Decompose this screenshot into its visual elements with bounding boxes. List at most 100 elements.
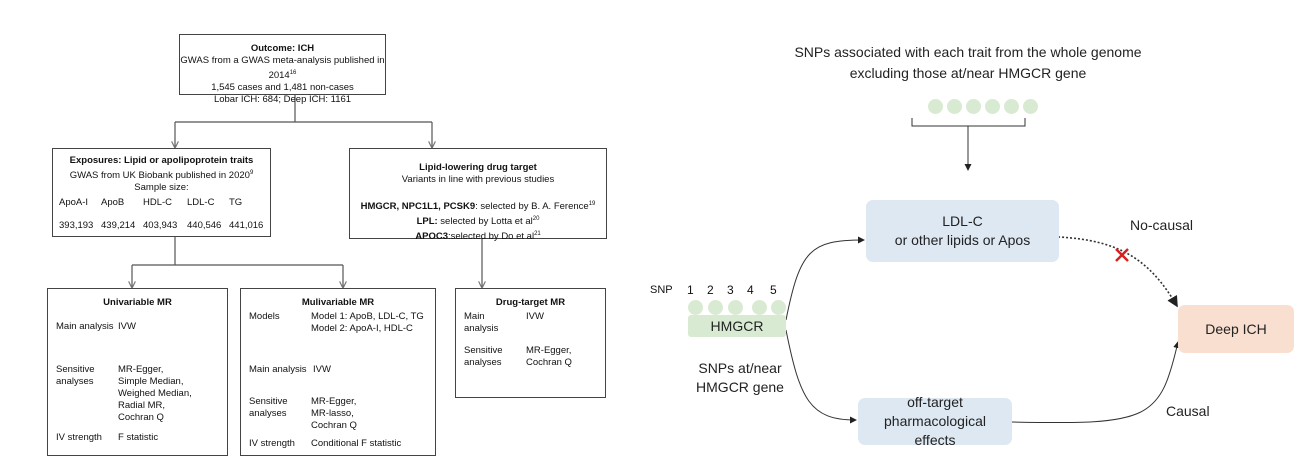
trait-name: ApoA-I — [59, 197, 89, 209]
trait-size: 440,546 — [187, 220, 222, 232]
gene-list: APOC3 — [415, 231, 448, 243]
exposures-box: Exposures: Lipid or apolipoprotein trait… — [52, 148, 271, 237]
ref: 9 — [249, 170, 254, 176]
arrow-hmgcr-to-ldl — [785, 236, 865, 321]
snp-dot — [728, 300, 743, 315]
ldl-box: LDL-C or other lipids or Apos — [866, 200, 1059, 262]
drug-target-mr-title: Drug-target MR — [495, 297, 566, 308]
multivariable-box: Mulivariable MR Models Model 1: ApoB, LDL… — [240, 288, 436, 456]
trait-size: 403,943 — [143, 220, 178, 232]
ldl-box-line: or other lipids or Apos — [894, 232, 1031, 248]
drug-target-box: Lipid-lowering drug target Variants in l… — [349, 148, 607, 243]
row-key: Main analysis — [464, 311, 499, 334]
exposures-source: GWAS from UK Biobank published in 2020 — [69, 170, 250, 182]
ldl-box-line: LDL-C — [942, 213, 983, 229]
row-value: MR-Egger, MR-lasso, Cochran Q — [311, 396, 357, 431]
snp-dot — [947, 99, 962, 114]
trait-name: HDL-C — [143, 197, 173, 209]
snp-dot — [1023, 99, 1038, 114]
snp-dot — [1004, 99, 1019, 114]
off-target-box: off-target pharmacological effects — [858, 394, 1012, 448]
selection-text: :selected by Do et al — [447, 231, 535, 243]
off-target-line: off-target pharmacological — [884, 394, 986, 429]
outcome-box: Outcome: ICH GWAS from a GWAS meta-analy… — [179, 34, 386, 105]
arrow-hmgcr-to-offtarget — [785, 329, 857, 424]
hmgcr-label: HMGCR — [710, 317, 764, 334]
hmgcr-gene-box: HMGCR — [688, 315, 786, 337]
selection-text: : selected by B. A. Ference — [475, 201, 589, 213]
row-key: IV strength — [56, 432, 102, 443]
top-text-line: excluding those at/near HMGCR gene — [849, 65, 1087, 81]
no-causal-label: No-causal — [1130, 217, 1194, 233]
trait-size: 441,016 — [229, 220, 264, 232]
snp-number: 5 — [770, 283, 777, 297]
snps-near-line: HMGCR gene — [696, 379, 784, 395]
row-value: MR-Egger, Cochran Q — [526, 345, 572, 368]
snp-label: SNP — [650, 284, 673, 296]
row-key: IV strength — [249, 438, 295, 449]
snp-dot — [928, 99, 943, 114]
dotted-ldl-to-ich — [1057, 236, 1178, 308]
snp-dot — [752, 300, 767, 315]
row-key: Sensitive analyses — [249, 396, 288, 419]
outcome-line: 1,545 cases and 1,481 non-cases — [211, 82, 354, 94]
ref: 21 — [534, 231, 541, 238]
deep-ich-box: Deep ICH — [1178, 305, 1294, 353]
outcome-title: Outcome: ICH — [250, 43, 315, 54]
selection-text: selected by Lotta et al — [437, 216, 533, 228]
off-target-line: effects — [914, 432, 956, 448]
drug-target-title: Lipid-lowering drug target — [419, 162, 537, 173]
row-key: Models — [249, 311, 280, 322]
trait-names: ApoA-I ApoB HDL-C LDL-C TG — [53, 197, 270, 209]
connector-exposures — [132, 236, 343, 266]
gene-list: HMGCR, NPC1L1, PCSK9 — [360, 201, 476, 213]
snp-number: 3 — [727, 283, 734, 297]
row-key: Sensitive analyses — [464, 345, 503, 368]
outcome-line: Lobar ICH: 684; Deep ICH: 1161 — [213, 94, 352, 106]
row-value: IVW — [118, 321, 136, 332]
snp-dot — [966, 99, 981, 114]
deep-ich-label: Deep ICH — [1205, 320, 1267, 337]
snp-dot — [708, 300, 723, 315]
gene-list: LPL: — [416, 216, 438, 228]
trait-name: ApoB — [101, 197, 125, 209]
sample-label: Sample size: — [134, 182, 189, 194]
trait-size: 393,193 — [59, 220, 94, 232]
connector-outcome — [175, 94, 432, 123]
snps-near-line: SNPs at/near — [698, 360, 782, 376]
snps-near-label: SNPs at/near HMGCR gene — [680, 359, 800, 397]
row-value: MR-Egger, Simple Median, Weighed Median,… — [118, 364, 192, 423]
ref: 16 — [289, 70, 297, 76]
univariable-title: Univariable MR — [103, 297, 172, 308]
trait-size: 439,214 — [101, 220, 136, 232]
top-text-line: SNPs associated with each trait from the… — [794, 44, 1142, 60]
row-key: Main analysis — [56, 321, 114, 332]
row-value: Model 1: ApoB, LDL-C, TG Model 2: ApoA-I… — [311, 311, 424, 334]
ref: 19 — [588, 201, 596, 207]
ref: 20 — [532, 216, 540, 223]
trait-sizes: 393,193 439,214 403,943 440,546 441,016 — [53, 220, 270, 232]
multivariable-title: Mulivariable MR — [301, 297, 375, 308]
drug-target-mr-box: Drug-target MR Main analysis IVW Sensitiv… — [455, 288, 606, 398]
row-value: F statistic — [118, 432, 159, 443]
row-value: IVW — [313, 364, 331, 375]
snp-number: 2 — [707, 283, 714, 297]
row-value: IVW — [526, 311, 544, 322]
row-key: Main analysis — [249, 364, 307, 375]
trait-name: LDL-C — [187, 197, 215, 209]
row-key: Sensitive analyses — [56, 364, 95, 387]
snp-number: 4 — [747, 283, 754, 297]
top-text: SNPs associated with each trait from the… — [760, 42, 1176, 84]
snp-dot — [771, 300, 786, 315]
row-value: Conditional F statistic — [311, 438, 402, 449]
trait-name: TG — [229, 197, 243, 209]
snp-number: 1 — [687, 283, 694, 297]
snp-dot — [688, 300, 703, 315]
drug-target-subtitle: Variants in line with previous studies — [401, 174, 555, 185]
exposures-title: Exposures: Lipid or apolipoprotein trait… — [69, 155, 254, 166]
causal-label: Causal — [1166, 403, 1210, 419]
snp-dot — [985, 99, 1000, 114]
red-cross-icon — [1115, 248, 1129, 262]
